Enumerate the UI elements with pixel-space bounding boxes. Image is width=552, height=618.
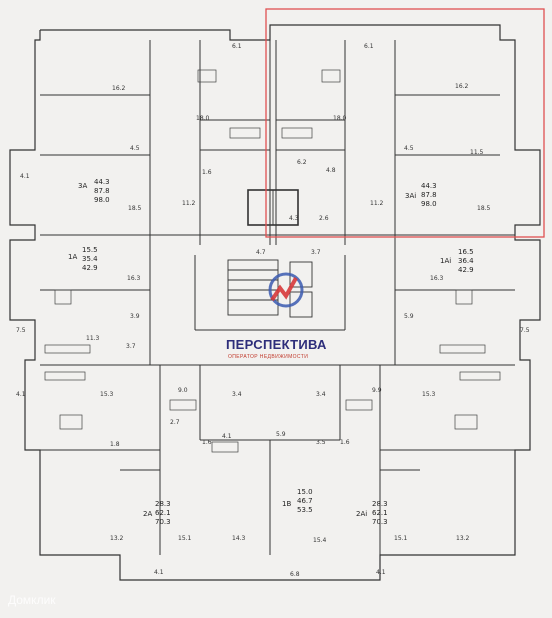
area-label: 16.3 bbox=[430, 275, 444, 282]
area-label: 9.0 bbox=[178, 387, 188, 394]
area-label: 11.2 bbox=[370, 200, 384, 207]
area-label: 7.5 bbox=[16, 327, 26, 334]
area-label: 1.6 bbox=[202, 169, 212, 176]
area-label: 2.7 bbox=[170, 419, 180, 426]
area-label: 87.8 bbox=[94, 187, 110, 195]
apt-1B: 1B 15.0 46.7 53.5 bbox=[282, 488, 313, 514]
area-label: 6.1 bbox=[364, 43, 374, 50]
area-label: 16.2 bbox=[112, 85, 126, 92]
area-label: 13.2 bbox=[110, 535, 124, 542]
area-label: 87.8 bbox=[421, 191, 437, 199]
area-label: 15.1 bbox=[178, 535, 192, 542]
room-labels: 16.2 18.0 18.0 16.2 6.1 6.1 4.5 4.5 1.6 … bbox=[16, 43, 530, 578]
area-label: 3.4 bbox=[316, 391, 326, 398]
area-label: 5.9 bbox=[404, 313, 414, 320]
area-label: 62.1 bbox=[155, 509, 171, 517]
area-label: 53.5 bbox=[297, 506, 313, 514]
area-label: 18.5 bbox=[128, 205, 142, 212]
brand-name: ПЕРСПЕКТИВА bbox=[226, 337, 327, 352]
area-label: 4.1 bbox=[20, 173, 30, 180]
area-label: 16.5 bbox=[458, 248, 474, 256]
area-label: 3.9 bbox=[130, 313, 140, 320]
building-outline bbox=[9, 24, 541, 581]
area-label: 1.6 bbox=[340, 439, 350, 446]
area-label: 42.9 bbox=[458, 266, 474, 274]
area-label: 3.5 bbox=[316, 439, 326, 446]
walls bbox=[40, 40, 515, 555]
area-label: 1A bbox=[68, 253, 77, 261]
apt-1A: 1A 15.5 35.4 42.9 bbox=[68, 246, 98, 272]
area-label: 15.0 bbox=[297, 488, 313, 496]
area-label: 13.2 bbox=[456, 535, 470, 542]
area-label: 4.1 bbox=[222, 433, 232, 440]
area-label: 4.3 bbox=[289, 215, 299, 222]
area-label: 28.3 bbox=[372, 500, 388, 508]
selected-apartment-frame bbox=[265, 8, 545, 238]
area-label: 35.4 bbox=[82, 255, 98, 263]
area-label: 4.8 bbox=[326, 167, 336, 174]
area-label: 6.1 bbox=[232, 43, 242, 50]
area-label: 5.9 bbox=[276, 431, 286, 438]
area-label: 4.7 bbox=[256, 249, 266, 256]
area-label: 1.6 bbox=[202, 439, 212, 446]
area-label: 3Ai bbox=[405, 192, 416, 200]
watermark-label: Домклик bbox=[8, 593, 56, 607]
area-label: 42.9 bbox=[82, 264, 98, 272]
area-label: 14.3 bbox=[232, 535, 246, 542]
area-label: 18.5 bbox=[477, 205, 491, 212]
area-label: 98.0 bbox=[94, 196, 110, 204]
area-label: 3A bbox=[78, 182, 87, 190]
area-label: 44.3 bbox=[94, 178, 110, 186]
area-label: 11.3 bbox=[86, 335, 100, 342]
area-label: 18.0 bbox=[333, 115, 347, 122]
area-label: 11.2 bbox=[182, 200, 196, 207]
area-label: 3.7 bbox=[126, 343, 136, 350]
apt-3Ai: 3Ai 44.3 87.8 98.0 bbox=[405, 182, 437, 208]
apt-2A: 2A 28.3 62.1 70.3 bbox=[143, 500, 171, 526]
area-label: 15.3 bbox=[100, 391, 114, 398]
area-label: 4.1 bbox=[376, 569, 386, 576]
area-label: 18.0 bbox=[196, 115, 210, 122]
area-label: 98.0 bbox=[421, 200, 437, 208]
area-label: 15.5 bbox=[82, 246, 98, 254]
area-label: 4.5 bbox=[404, 145, 414, 152]
area-label: 15.1 bbox=[394, 535, 408, 542]
area-label: 1.8 bbox=[110, 441, 120, 448]
area-label: 6.2 bbox=[297, 159, 307, 166]
area-label: 4.1 bbox=[16, 391, 26, 398]
area-label: 44.3 bbox=[421, 182, 437, 190]
area-label: 15.3 bbox=[422, 391, 436, 398]
area-label: 2A bbox=[143, 510, 152, 518]
area-label: 70.3 bbox=[155, 518, 171, 526]
area-label: 3.4 bbox=[232, 391, 242, 398]
area-label: 70.3 bbox=[372, 518, 388, 526]
area-label: 1Ai bbox=[440, 257, 451, 265]
area-label: 46.7 bbox=[297, 497, 313, 505]
area-label: 4.5 bbox=[130, 145, 140, 152]
area-label: 15.4 bbox=[313, 537, 327, 544]
area-label: 28.3 bbox=[155, 500, 171, 508]
area-label: 16.2 bbox=[455, 83, 469, 90]
area-label: 1B bbox=[282, 500, 291, 508]
area-label: 62.1 bbox=[372, 509, 388, 517]
area-label: 7.5 bbox=[520, 327, 530, 334]
area-label: 2Ai bbox=[356, 510, 367, 518]
brand-subtitle: ОПЕРАТОР НЕДВИЖИМОСТИ bbox=[228, 354, 309, 360]
area-label: 4.1 bbox=[154, 569, 164, 576]
area-label: 36.4 bbox=[458, 257, 474, 265]
brand-logo-icon bbox=[268, 272, 304, 308]
area-label: 16.3 bbox=[127, 275, 141, 282]
area-label: 11.5 bbox=[470, 149, 484, 156]
apt-3A: 3A 44.3 87.8 98.0 bbox=[78, 178, 110, 204]
furniture bbox=[44, 69, 501, 453]
area-label: 6.8 bbox=[290, 571, 300, 578]
apt-1Ai: 1Ai 16.5 36.4 42.9 bbox=[440, 248, 474, 274]
apt-2Ai: 2Ai 28.3 62.1 70.3 bbox=[356, 500, 388, 526]
area-label: 9.9 bbox=[372, 387, 382, 394]
area-label: 3.7 bbox=[311, 249, 321, 256]
area-label: 2.6 bbox=[319, 215, 329, 222]
